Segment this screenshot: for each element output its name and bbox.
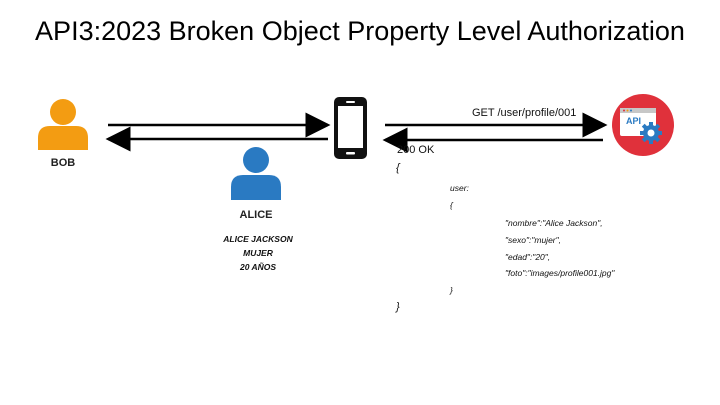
api-badge-label: API	[626, 116, 641, 126]
response-inner-close: }	[450, 285, 453, 295]
response-field-nombre: "nombre":"Alice Jackson",	[505, 218, 603, 228]
alice-person-icon	[231, 147, 281, 200]
response-status: 200 OK	[397, 144, 435, 156]
response-field-edad: "edad":"20",	[505, 252, 551, 262]
api-gear-icon: API	[612, 94, 674, 156]
alice-label: ALICE	[239, 209, 273, 221]
bob-label: BOB	[50, 157, 76, 169]
response-field-foto: "foto":"images/profile001.jpg"	[505, 268, 615, 278]
page-title: API3:2023 Broken Object Property Level A…	[35, 16, 685, 46]
response-open-brace: {	[396, 162, 400, 174]
request-label: GET /user/profile/001	[472, 107, 577, 119]
alice-age: 20 AÑOS	[239, 262, 277, 272]
response-field-sexo: "sexo":"mujer",	[505, 235, 562, 245]
response-inner-open: {	[450, 200, 453, 210]
alice-fullname: ALICE JACKSON	[223, 234, 293, 244]
response-close-brace: }	[396, 301, 400, 313]
response-user-key: user:	[450, 183, 469, 193]
bob-person-icon	[38, 99, 88, 150]
alice-gender: MUJER	[243, 248, 273, 258]
alice-details: ALICE JACKSON MUJER 20 AÑOS	[208, 232, 308, 274]
smartphone-icon	[334, 97, 367, 159]
